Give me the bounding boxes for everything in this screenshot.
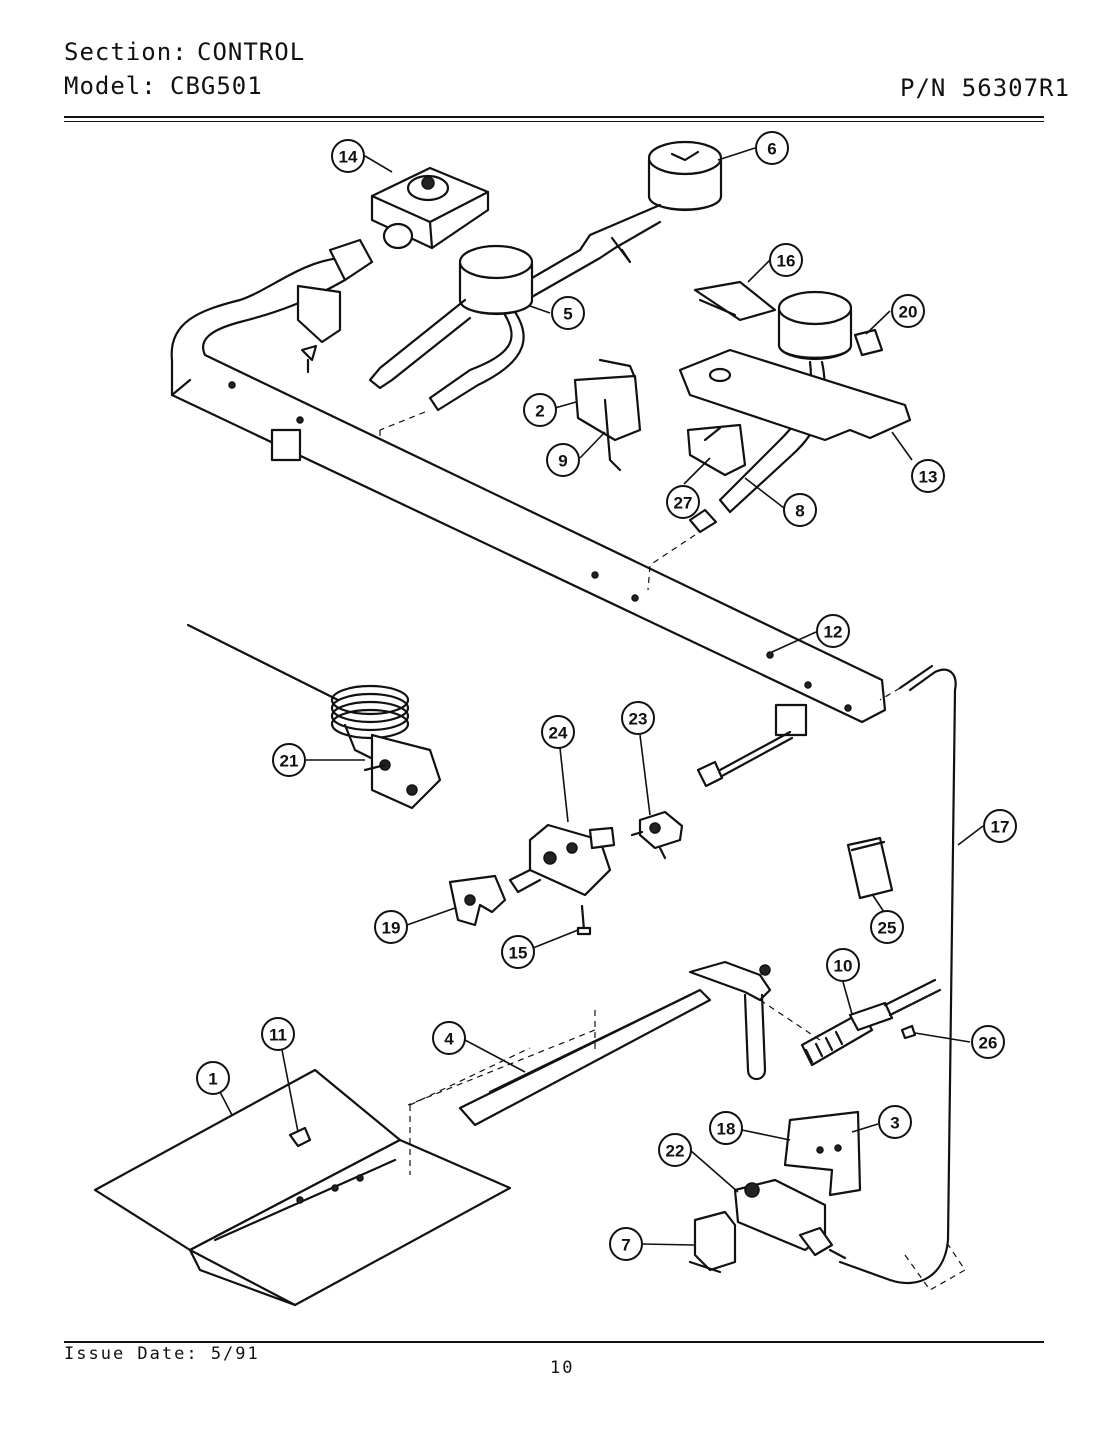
- svg-text:19: 19: [382, 919, 401, 938]
- svg-text:5: 5: [563, 305, 572, 324]
- header-rule-top: [64, 116, 1044, 118]
- mounting-bracket: [783, 1110, 862, 1197]
- oven-thermostat: [186, 623, 442, 810]
- ignition-switch-2: [573, 358, 642, 472]
- svg-text:15: 15: [509, 944, 528, 963]
- svg-text:16: 16: [777, 252, 796, 271]
- valve-mount-bracket: [688, 1210, 737, 1274]
- spark-module: [846, 836, 894, 900]
- svg-text:20: 20: [899, 303, 918, 322]
- svg-text:17: 17: [991, 818, 1010, 837]
- svg-text:8: 8: [795, 502, 804, 521]
- callout-27: 27: [666, 485, 700, 519]
- svg-text:12: 12: [824, 623, 843, 642]
- safety-valve: [630, 810, 684, 860]
- ignition-switch-8: [686, 423, 747, 477]
- svg-text:4: 4: [444, 1030, 454, 1049]
- pressure-regulator: [370, 166, 490, 250]
- callout-21: 21: [272, 743, 306, 777]
- oven-valve: [508, 823, 616, 897]
- svg-text:3: 3: [890, 1114, 899, 1133]
- section-value: CONTROL: [197, 38, 306, 66]
- callout-12: 12: [816, 614, 850, 648]
- callout-7: 7: [609, 1227, 643, 1261]
- callout-19: 19: [374, 910, 408, 944]
- screw: [576, 904, 592, 936]
- callout-25: 25: [870, 910, 904, 944]
- svg-text:11: 11: [269, 1026, 287, 1045]
- svg-text:25: 25: [878, 919, 897, 938]
- svg-text:2: 2: [535, 402, 544, 421]
- callout-10: 10: [826, 948, 860, 982]
- callout-13: 13: [911, 459, 945, 493]
- svg-text:22: 22: [666, 1142, 685, 1161]
- callout-26: 26: [971, 1025, 1005, 1059]
- svg-text:13: 13: [919, 468, 938, 487]
- oven-safety-valve: [733, 1178, 847, 1260]
- callout-16: 16: [769, 243, 803, 277]
- callout-4: 4: [432, 1021, 466, 1055]
- burner-valve-6: [518, 140, 723, 300]
- valve-bracket: [448, 874, 507, 927]
- callout-1: 1: [196, 1061, 230, 1095]
- svg-text:23: 23: [629, 710, 648, 729]
- callout-5: 5: [551, 296, 585, 330]
- callout-24: 24: [541, 715, 575, 749]
- callout-6: 6: [755, 131, 789, 165]
- callout-22: 22: [658, 1133, 692, 1167]
- callout-11: 11: [261, 1017, 295, 1051]
- oven-igniter: [458, 960, 772, 1127]
- model-value: CBG501: [170, 72, 263, 100]
- page-number: 10: [550, 1358, 575, 1378]
- svg-text:18: 18: [717, 1120, 736, 1139]
- svg-text:9: 9: [558, 452, 567, 471]
- svg-text:10: 10: [834, 957, 853, 976]
- svg-text:7: 7: [621, 1236, 630, 1255]
- assembly-guide-lines: [407, 999, 966, 1291]
- burner-valve-right: [647, 280, 884, 591]
- svg-text:26: 26: [979, 1034, 998, 1053]
- svg-text:21: 21: [280, 752, 299, 771]
- callout-9: 9: [546, 443, 580, 477]
- callout-15: 15: [501, 935, 535, 969]
- callout-leaders: [219, 147, 984, 1246]
- svg-text:24: 24: [549, 724, 568, 743]
- callout-18: 18: [709, 1111, 743, 1145]
- orifice-fitting: [696, 730, 794, 788]
- callout-17: 17: [983, 809, 1017, 843]
- manifold-tube: [170, 238, 887, 737]
- svg-text:27: 27: [674, 494, 693, 513]
- burner-baffle: [93, 1068, 512, 1307]
- callout-3: 3: [878, 1105, 912, 1139]
- burner-valve-5: [368, 244, 534, 440]
- bypass-tube: [838, 664, 957, 1285]
- svg-text:1: 1: [208, 1070, 217, 1089]
- burner-bracket: [678, 348, 912, 442]
- svg-text:6: 6: [767, 140, 776, 159]
- header-rule-bottom: [64, 121, 1044, 122]
- section-label: Section:: [64, 38, 188, 66]
- callout-8: 8: [783, 493, 817, 527]
- footer-rule: [64, 1341, 1044, 1343]
- callout-14: 14: [331, 139, 365, 173]
- svg-text:14: 14: [339, 148, 358, 167]
- part-number: P/N 56307R1: [900, 74, 1070, 102]
- surface-igniter: [800, 978, 942, 1067]
- callout-20: 20: [891, 294, 925, 328]
- issue-date: Issue Date: 5/91: [64, 1344, 260, 1364]
- model-label: Model:: [64, 72, 157, 100]
- callout-23: 23: [621, 701, 655, 735]
- callout-2: 2: [523, 393, 557, 427]
